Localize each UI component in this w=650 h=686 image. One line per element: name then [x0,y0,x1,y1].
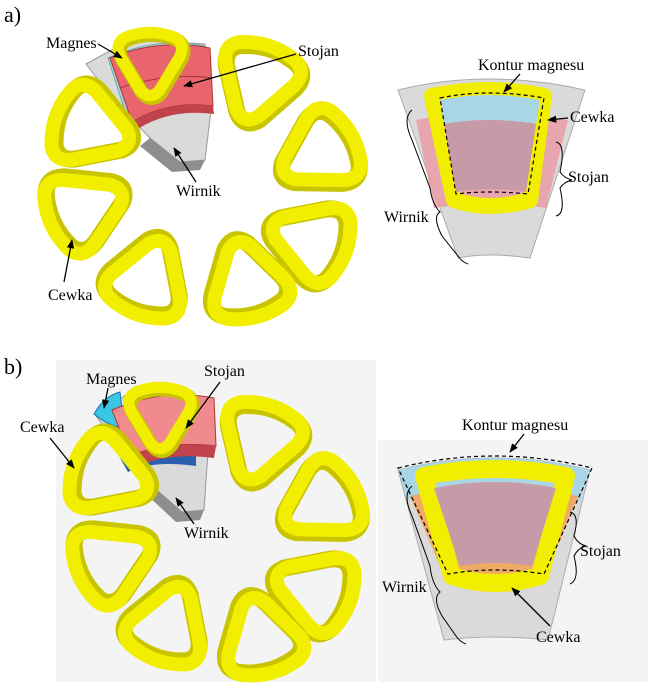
brace-icon [406,109,469,265]
label-wirnik-b: Wirnik [184,525,229,542]
label-wirnik-a-detail: Wirnik [384,209,429,226]
leader-arrow-icon [183,53,297,88]
label-stojan-b: Stojan [204,363,245,380]
brace-icon [555,141,573,217]
label-cewka-a-detail: Cewka [570,109,614,126]
leader-arrow-icon [102,387,110,409]
label-magnes-b: Magnes [86,371,137,388]
leader-arrow-icon [97,43,123,59]
panel-a-detail-view: Kontur magnesu Cewka Stojan Wirnik [384,57,614,265]
magnet-contour-b [397,455,593,575]
label-kontur-a: Kontur magnesu [478,57,584,74]
label-wirnik-b-detail: Wirnik [382,579,427,596]
magnet-contour-a [439,92,545,195]
coil-a-detail [424,82,552,214]
leader-arrow-icon [511,587,551,627]
coil-b-detail [415,460,575,592]
label-cewka-b-detail: Cewka [536,629,580,646]
label-stojan-b-detail: Stojan [580,543,621,560]
leader-arrow-icon [173,147,197,183]
leader-arrow-icon [63,239,75,283]
leader-arrow-icon [547,115,569,123]
leader-arrow-icon [185,381,221,429]
panel-b-letter: b) [4,354,22,379]
brace-icon [406,485,467,645]
label-stojan-a: Stojan [298,43,339,60]
panel-b-3d-view: Magnes Stojan Cewka Wirnik [20,360,376,683]
leader-arrow-icon [503,73,521,93]
panel-a-3d-view: Magnes Stojan Wirnik Cewka [34,32,372,327]
brace-icon [569,511,587,585]
leader-arrow-icon [509,433,525,453]
label-cewka-a: Cewka [48,287,92,304]
leader-arrow-icon [175,497,195,525]
label-cewka-b: Cewka [20,419,64,436]
magnet-a-detail [440,95,540,124]
panel-b-detail-view: Kontur magnesu Stojan Wirnik Cewka [378,417,648,682]
label-magnes-a: Magnes [46,35,97,52]
label-kontur-b: Kontur magnesu [462,417,568,434]
leader-arrow-icon [49,437,75,469]
panel-a-letter: a) [4,2,21,27]
label-wirnik-a: Wirnik [176,183,221,200]
label-stojan-a-detail: Stojan [568,169,609,186]
